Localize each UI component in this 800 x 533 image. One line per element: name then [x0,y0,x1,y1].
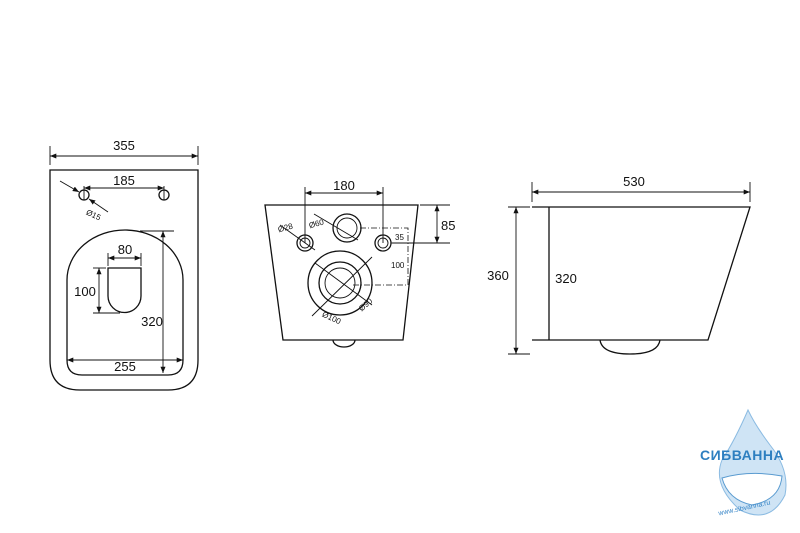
bolt-height-dim: 85 [441,218,455,233]
offset-100-dim: 100 [391,261,405,270]
hole-dia-dim: Ø15 [85,208,103,223]
offset-35-dim: 35 [395,233,404,242]
width-dim: 355 [113,138,135,153]
outlet-inner-dia-dim: Ø90 [357,296,375,313]
bolt-dia-dim: Ø28 [277,221,294,234]
pipe-spacing-dim: 180 [333,178,355,193]
side-view: 530 360 320 [487,174,751,355]
inlet-dia-dim: Ø60 [308,217,325,230]
length-dim: 530 [623,174,645,189]
outlet-outer-dia-dim: Ø100 [321,310,343,327]
total-height-dim: 360 [487,268,509,283]
opening-width-dim: 80 [118,242,132,257]
hole-spacing-dim: 185 [113,173,135,188]
logo-brand: СИБВАННА [700,447,785,463]
body-height-dim: 320 [555,271,577,286]
opening-length-dim: 100 [74,284,96,299]
rear-view: 180 Ø28 Ø60 Ø90 Ø100 35 100 85 [264,178,455,348]
top-view: 355 185 Ø15 320 255 80 100 [49,138,199,391]
seat-width-dim: 255 [114,359,136,374]
logo-drop-icon [718,408,787,516]
seat-length-dim: 320 [141,314,163,329]
